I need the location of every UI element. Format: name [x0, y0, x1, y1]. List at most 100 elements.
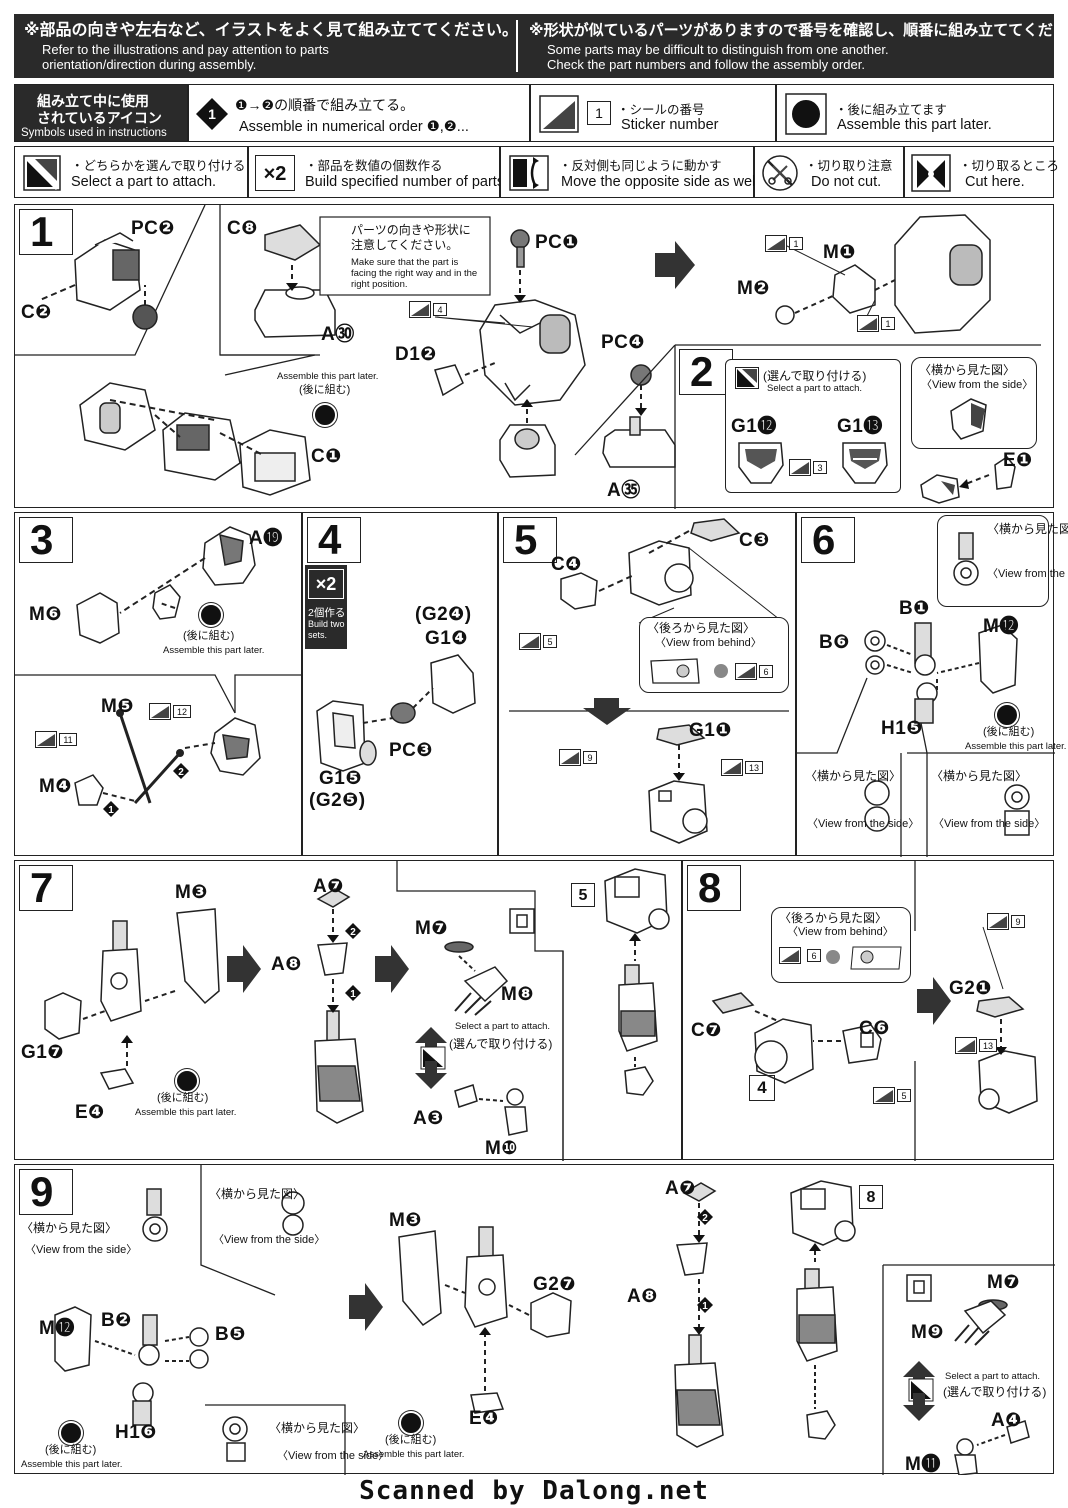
step-1-later-icon — [313, 403, 337, 427]
step-1-sticker-1b: 1 — [881, 317, 895, 330]
step-1-part-d12: D1❷ — [395, 344, 437, 365]
x2-jp: ・部品を数値の個数作る — [305, 159, 443, 173]
step-7-later-jp: (後に組む) — [157, 1092, 209, 1104]
header-left-en1: Refer to the illustrations and pay atten… — [42, 42, 329, 57]
mirror-en: Move the opposite side as well. — [561, 174, 763, 190]
step-3-part-m5: M❺ — [101, 696, 134, 717]
step-9-later-jp-2: (後に組む) — [385, 1434, 437, 1446]
step-5-sticker-5: 5 — [543, 635, 557, 648]
step-4-panel: 4 ×2 2個作る Build two sets. (G2❹) G1❹ PC❸ … — [302, 512, 498, 856]
step-5-sticker-icon-4 — [721, 759, 743, 776]
step-6-part-m12: M⓬ — [983, 616, 1019, 637]
step-5-sticker-icon — [519, 633, 541, 650]
cut-jp: ・切り取るところ — [959, 159, 1060, 173]
step-4-number: 4 — [318, 516, 342, 563]
step-9-part-a4: A❹ — [991, 1410, 1022, 1431]
step-1-note-jp1: パーツの向きや形状に — [351, 223, 471, 237]
step-5-panel: 5 C❹ C❸ G1❶ 5 〈後ろから見た図〉 〈View from behin… — [498, 512, 796, 856]
later-jp: ・後に組み立てます — [835, 103, 947, 117]
step-6-side-view-1 — [937, 515, 1049, 607]
x2-en: Build specified number of parts. — [305, 174, 509, 190]
legend-later: ・後に組み立てます Assemble this part later. — [776, 84, 1054, 142]
step-9-number: 9 — [30, 1168, 54, 1215]
step-8-number: 8 — [698, 864, 722, 911]
step-3-number: 3 — [30, 516, 54, 563]
step-1-note-jp2: 注意してください。 — [351, 238, 459, 252]
legend-title-en: Symbols used in instructions — [21, 127, 167, 139]
step-8-ref-step: 4 — [749, 1075, 775, 1101]
step-3-part-a19: A⓳ — [249, 528, 283, 549]
step-1-part-m1: M❶ — [823, 242, 856, 263]
step-9-part-m12: M⓬ — [39, 1318, 75, 1339]
step-7-part-a7: A❼ — [313, 876, 344, 897]
step-4-part-g25: (G2❺) — [309, 790, 366, 811]
step-1-part-pc2: PC❷ — [131, 218, 175, 239]
sticker-number-box: 1 — [587, 101, 611, 125]
step-2-part-e1: E❶ — [1003, 450, 1033, 471]
legend-order: 1 ❶→❷の順番で組み立てる。 Assemble in numerical or… — [188, 84, 530, 142]
step-1-sticker-4: 4 — [433, 303, 447, 316]
step-1-part-pc4: PC❹ — [601, 332, 645, 353]
step-3-later-en: Assemble this part later. — [163, 645, 265, 656]
step-8-sticker-6: 6 — [807, 949, 821, 962]
step-3-sticker-11: 11 — [59, 733, 77, 746]
sticker-jp: ・シールの番号 — [617, 103, 705, 117]
step-7-part-a3: A❸ — [413, 1108, 444, 1129]
svg-text:1: 1 — [108, 805, 114, 816]
step-8-sticker-icon-2 — [873, 1087, 895, 1104]
step-7-ref-step: 5 — [571, 883, 595, 907]
step-8-back-view — [771, 907, 911, 983]
step-4-part-g15: G1❺ — [319, 768, 362, 789]
step-8-sticker-icon-4 — [955, 1037, 977, 1054]
header-right-jp: ※形状が似ているパーツがありますので番号を確認し、順番に組み立ててください。 — [529, 22, 1068, 39]
order-jp: ❶→❷の順番で組み立てる。 — [235, 97, 415, 113]
header-divider — [516, 20, 518, 72]
step-2-options-illustration — [738, 442, 888, 484]
step-8-sticker-9: 9 — [1011, 915, 1025, 928]
step-2-part-g113: G1⓭ — [837, 416, 883, 437]
step-6-later-icon — [995, 703, 1019, 727]
step-9-illustration: 2 1 — [54, 1165, 1055, 1475]
svg-text:2: 2 — [350, 927, 356, 938]
step-5-part-c4: C❹ — [551, 554, 582, 575]
legend-mirror: ・反対側も同じように動かす Move the opposite side as … — [500, 146, 763, 198]
step-9-part-b2: B❷ — [101, 1310, 132, 1331]
step-7-part-m3: M❸ — [175, 882, 208, 903]
step-7-select-jp: (選んで取り付ける) — [449, 1037, 553, 1051]
step-5-view-jp: 〈後ろから見た図〉 — [647, 621, 756, 635]
step-3-sticker-12: 12 — [173, 705, 191, 718]
step-4-build-en2: sets. — [308, 630, 328, 640]
step-1-part-m2: M❷ — [737, 278, 770, 299]
step-1-note-en3: right position. — [351, 279, 408, 290]
x2-icon: ×2 — [255, 155, 295, 191]
step-9-part-m7: M❼ — [987, 1272, 1020, 1293]
step-9-view3-en: 〈View from the side〉 — [277, 1450, 390, 1462]
step-6-part-b6: B❻ — [819, 632, 850, 653]
header-left: ※部品の向きや左右など、イラストをよく見て組み立ててください。 Refer to… — [14, 14, 518, 78]
step-5-sticker-13: 13 — [745, 761, 763, 774]
legend-select: ・どちらかを選んで取り付ける Select a part to attach. — [14, 146, 248, 198]
step-9-select-jp: (選んで取り付ける) — [943, 1385, 1047, 1399]
step-5-part-c3: C❸ — [739, 530, 770, 551]
step-9-later-icon — [59, 1421, 83, 1445]
step-9-part-g27: G2❼ — [533, 1274, 576, 1295]
legend-title-jp1: 組み立て中に使用 — [37, 93, 149, 109]
step-4-part-g24: (G2❹) — [415, 604, 472, 625]
step-6-view2-en: 〈View from the side〉 — [807, 818, 920, 830]
step-2-side-illustration — [950, 398, 987, 440]
step-6-number: 6 — [812, 516, 836, 563]
step-1-later-en: Assemble this part later. — [277, 371, 379, 382]
step-7-part-m8: M❽ — [501, 984, 534, 1005]
select-part-icon — [23, 155, 61, 191]
step-5-sticker-9: 9 — [583, 751, 597, 764]
step-6-part-b1: B❶ — [899, 598, 930, 619]
step-1-note-en2: facing the right way and in the — [351, 268, 478, 279]
step-9-view2-jp: 〈横から見た図〉 — [209, 1187, 306, 1201]
step-5-illustration — [509, 518, 789, 844]
step-8-view-en: 〈View from behind〉 — [787, 926, 894, 938]
step-8-part-g21: G2❶ — [949, 978, 992, 999]
step-7-part-a8: A❽ — [271, 954, 302, 975]
nocut-en: Do not cut. — [811, 174, 882, 190]
step-5-sticker-icon-2 — [735, 663, 757, 680]
step-9-part-b5: B❺ — [215, 1324, 246, 1345]
